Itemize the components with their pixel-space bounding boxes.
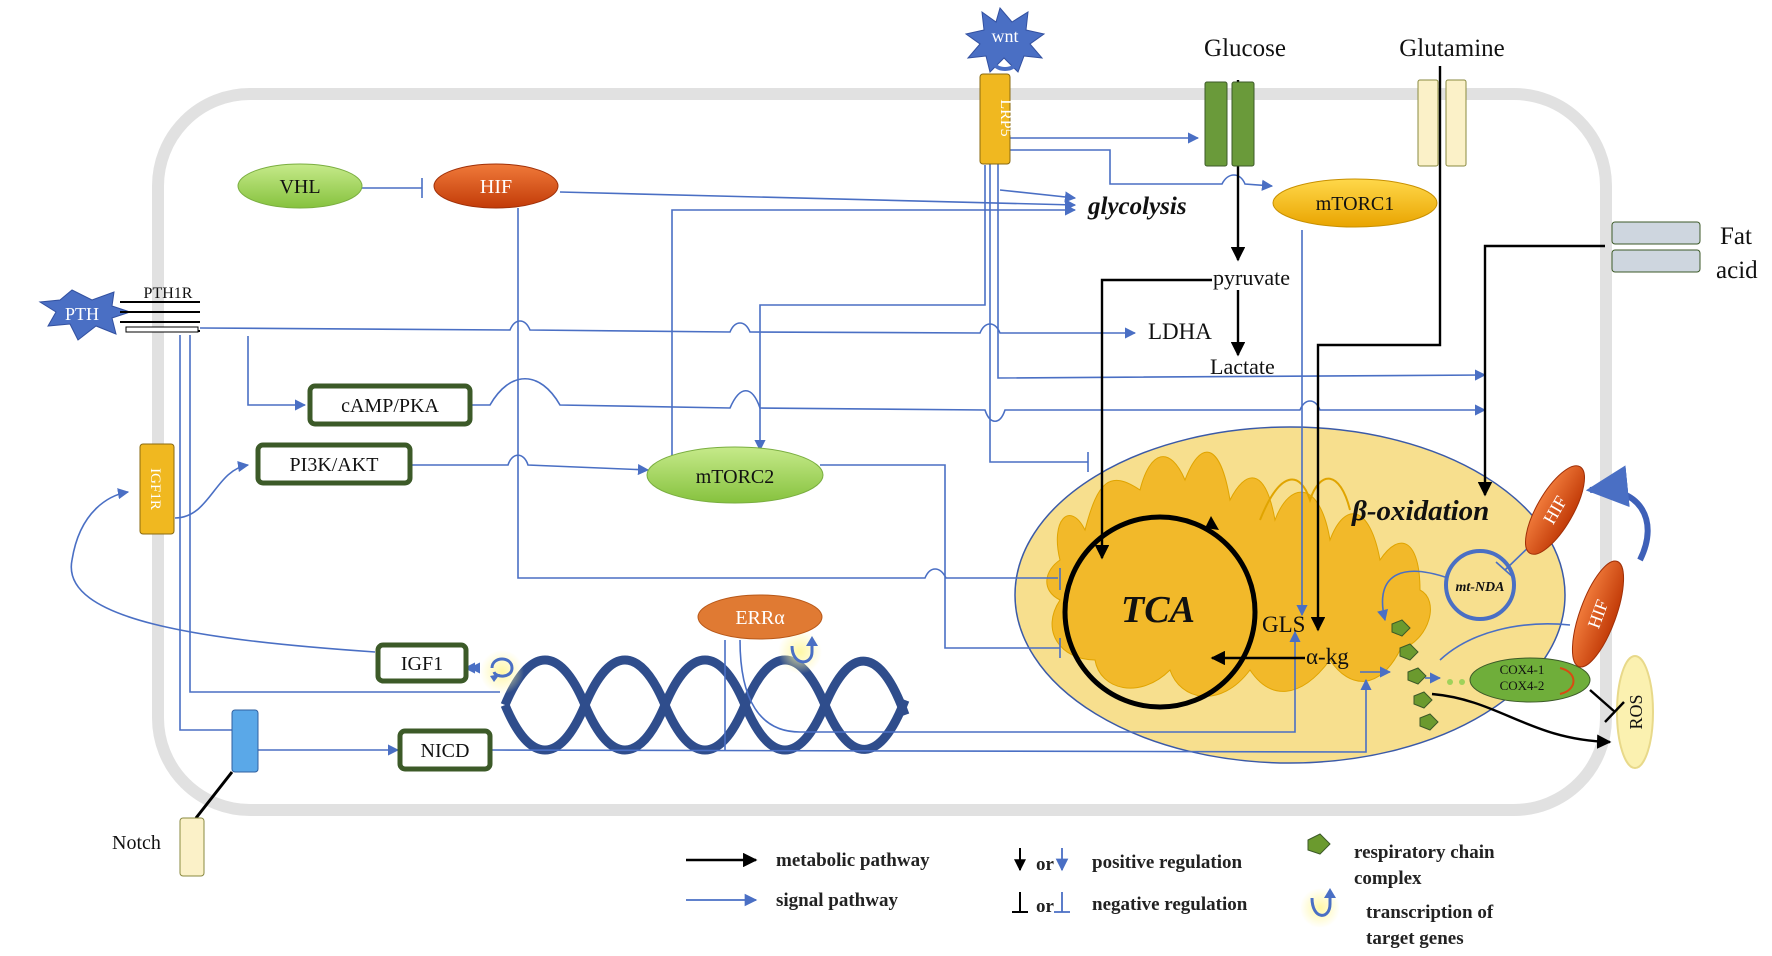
mtorc1-label: mTORC1 xyxy=(1316,193,1395,215)
mtorc2-node: mTORC2 xyxy=(646,446,824,504)
legend: metabolic pathway signal pathway or posi… xyxy=(686,833,1495,949)
camp-pka-box: cAMP/PKA xyxy=(307,383,473,427)
glucose-label: Glucose xyxy=(1204,35,1286,62)
dna-helix xyxy=(500,655,910,755)
legend-positive-label: positive regulation xyxy=(1092,852,1243,873)
tca-cycle: TCA xyxy=(1062,514,1258,710)
notch-receptor: Notch xyxy=(112,709,259,877)
mitochondrion xyxy=(1014,426,1566,764)
mtorc1-node: mTORC1 xyxy=(1272,178,1438,228)
lactate-label: Lactate xyxy=(1210,354,1275,379)
ldha-label: LDHA xyxy=(1148,319,1212,344)
wnt-ligand: wnt xyxy=(964,6,1046,73)
beta-oxidation-label: β-oxidation xyxy=(1351,495,1489,527)
legend-or-2: or xyxy=(1036,896,1055,917)
legend-respiratory: respiratory chain complex xyxy=(1307,833,1495,889)
legend-resp-line2: complex xyxy=(1354,868,1422,889)
legend-trans-line1: transcription of xyxy=(1366,902,1494,923)
mt-dna: mt-NDA xyxy=(1444,549,1516,621)
transcription-mark-igf1 xyxy=(480,650,524,694)
signal-pathways xyxy=(70,132,1571,756)
hif-node: HIF xyxy=(433,163,559,209)
notch-label: Notch xyxy=(112,832,161,854)
legend-negative: or negative regulation xyxy=(1012,892,1248,917)
camp-pka-label: cAMP/PKA xyxy=(341,395,439,417)
fatty-acid-transporter xyxy=(1611,221,1701,273)
tca-label: TCA xyxy=(1121,589,1195,631)
lrp5-receptor: LRP5 xyxy=(979,73,1014,165)
hif-mito-node-1: HIF xyxy=(1525,465,1585,555)
transcription-mark-erra xyxy=(778,630,822,674)
fat-label: Fat xyxy=(1720,223,1752,250)
metabolic-pathways xyxy=(1094,66,1625,749)
igf1-label: IGF1 xyxy=(401,653,443,675)
legend-metabolic: metabolic pathway xyxy=(686,850,930,871)
hif-label: HIF xyxy=(480,176,512,198)
hif-cycle-arrow xyxy=(1585,465,1651,562)
legend-positive: or positive regulation xyxy=(1014,848,1243,875)
ros-label: ROS xyxy=(1626,694,1646,729)
legend-transcription: transcription of target genes xyxy=(1300,888,1494,949)
hif-mito-node-2: HIF xyxy=(1571,560,1625,668)
legend-metabolic-label: metabolic pathway xyxy=(776,850,930,871)
legend-resp-line1: respiratory chain xyxy=(1354,842,1495,863)
nicd-box: NICD xyxy=(397,728,493,772)
igf1-box: IGF1 xyxy=(375,642,469,684)
legend-negative-label: negative regulation xyxy=(1092,894,1248,915)
glutamine-transporter xyxy=(1417,79,1467,167)
ros-node: ROS xyxy=(1616,655,1654,769)
glutamine-label: Glutamine xyxy=(1399,35,1505,62)
pth1r-label: PTH1R xyxy=(144,285,193,302)
legend-signal-label: signal pathway xyxy=(776,890,898,911)
mt-nda-label: mt-NDA xyxy=(1456,580,1505,595)
vhl-node: VHL xyxy=(237,163,363,209)
gls-label: GLS xyxy=(1262,612,1305,637)
legend-trans-line2: target genes xyxy=(1366,928,1464,949)
pi3k-akt-label: PI3K/AKT xyxy=(290,454,379,476)
pth1r-receptor: PTH1R xyxy=(120,285,200,333)
respiratory-chain-stack xyxy=(1391,619,1439,731)
pyruvate-label: pyruvate xyxy=(1213,265,1290,290)
nicd-label: NICD xyxy=(421,740,470,762)
acid-label: acid xyxy=(1716,257,1758,284)
igf1r-label: IGF1R xyxy=(147,468,163,510)
pth-ligand: PTH xyxy=(38,289,132,341)
mito-cristae xyxy=(1046,451,1431,697)
wnt-label: wnt xyxy=(992,26,1019,46)
pth-label: PTH xyxy=(65,304,99,324)
alpha-kg-label: α-kg xyxy=(1306,644,1349,669)
pi3k-akt-box: PI3K/AKT xyxy=(255,442,413,486)
legend-or-1: or xyxy=(1036,854,1055,875)
legend-signal: signal pathway xyxy=(686,890,898,911)
mtorc2-label: mTORC2 xyxy=(696,466,775,488)
erra-node: ERRα xyxy=(697,594,823,640)
lrp5-label: LRP5 xyxy=(997,99,1014,136)
glycolysis-label: glycolysis xyxy=(1087,193,1187,220)
glucose-transporter xyxy=(1204,81,1255,167)
vhl-label: VHL xyxy=(279,176,320,198)
cox4-2-label: COX4-2 xyxy=(1500,678,1545,693)
cox4-1-label: COX4-1 xyxy=(1500,662,1545,677)
cox4-complex: COX4-1 COX4-2 xyxy=(1469,657,1591,703)
erra-label: ERRα xyxy=(735,607,785,629)
igf1r-receptor: IGF1R xyxy=(139,443,175,535)
